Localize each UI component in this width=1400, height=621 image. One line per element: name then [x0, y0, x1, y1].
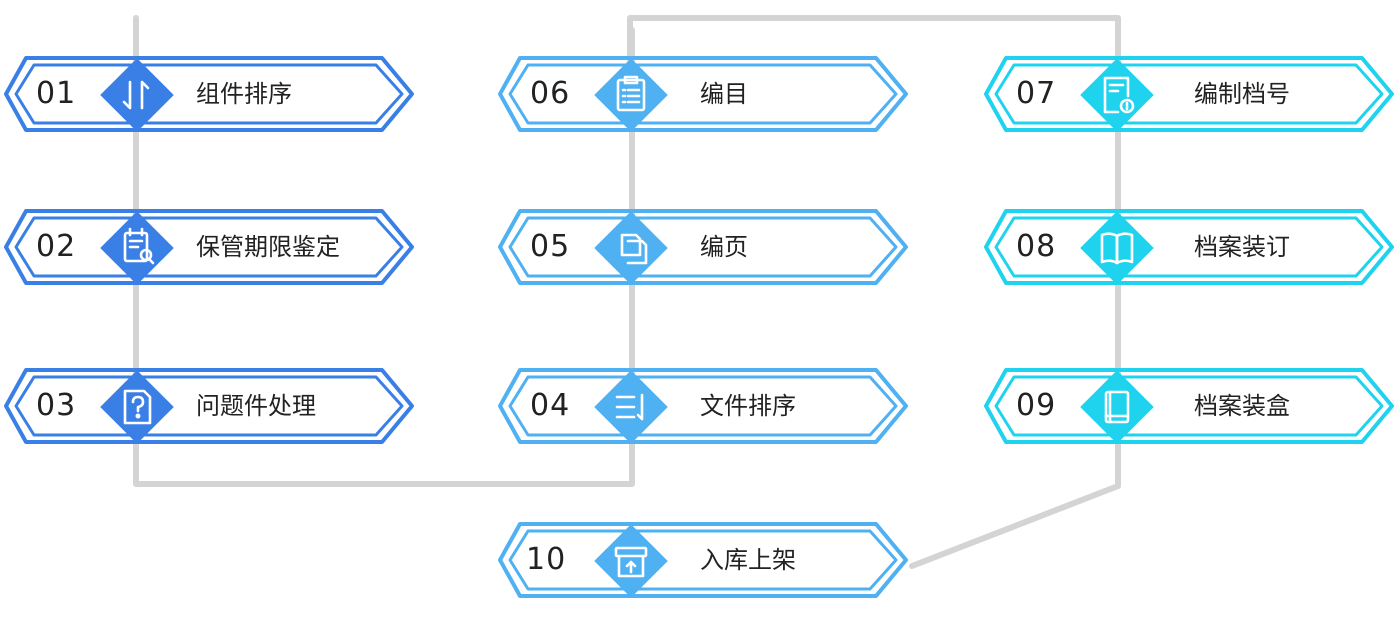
- step-frame: [4, 368, 414, 444]
- step-label: 档案装订: [1194, 233, 1290, 261]
- step-label: 文件排序: [700, 392, 796, 420]
- step-label: 问题件处理: [196, 392, 316, 420]
- step-frame: [984, 209, 1394, 285]
- step-08: 08 档案装订: [980, 203, 1400, 299]
- step-number: 06: [530, 76, 571, 111]
- step-number: 08: [1016, 229, 1057, 264]
- pages-icon: [588, 205, 674, 291]
- step-04: 04 文件排序: [494, 362, 918, 458]
- step-label: 档案装盒: [1194, 392, 1290, 420]
- connector-top: [627, 15, 1121, 63]
- step-label: 保管期限鉴定: [196, 233, 340, 261]
- step-label: 入库上架: [700, 546, 796, 574]
- step-frame: [498, 368, 908, 444]
- step-10: 10 入库上架: [494, 516, 918, 612]
- shelve-icon: [588, 518, 674, 604]
- step-number: 10: [526, 542, 567, 577]
- step-frame: [498, 56, 908, 132]
- step-frame: [984, 368, 1394, 444]
- question-doc-icon: [94, 364, 180, 450]
- step-number: 05: [530, 229, 571, 264]
- step-05: 05 编页: [494, 203, 918, 299]
- step-02: 02 保管期限鉴定: [0, 203, 424, 299]
- sort-icon: [94, 52, 180, 138]
- step-number: 02: [36, 229, 77, 264]
- step-label: 组件排序: [196, 80, 292, 108]
- step-frame: [498, 522, 908, 598]
- appraisal-icon: [94, 205, 180, 291]
- box-icon: [1074, 364, 1160, 450]
- step-09: 09 档案装盒: [980, 362, 1400, 458]
- step-07: 07 编制档号: [980, 50, 1400, 146]
- step-03: 03 问题件处理: [0, 362, 424, 458]
- step-frame: [4, 209, 414, 285]
- step-frame: [4, 56, 414, 132]
- step-number: 03: [36, 388, 77, 423]
- list-sort-icon: [588, 364, 674, 450]
- step-frame: [984, 56, 1394, 132]
- step-label: 编页: [700, 233, 748, 261]
- step-number: 04: [530, 388, 571, 423]
- book-icon: [1074, 205, 1160, 291]
- step-label: 编目: [700, 80, 748, 108]
- step-number: 07: [1016, 76, 1057, 111]
- step-label: 编制档号: [1194, 80, 1290, 108]
- step-frame: [498, 209, 908, 285]
- archive-number-icon: [1074, 52, 1160, 138]
- catalog-icon: [588, 52, 674, 138]
- step-number: 01: [36, 76, 77, 111]
- step-01: 01 组件排序: [0, 50, 424, 146]
- connector-final: [909, 483, 1121, 569]
- step-number: 09: [1016, 388, 1057, 423]
- step-06: 06 编目: [494, 50, 918, 146]
